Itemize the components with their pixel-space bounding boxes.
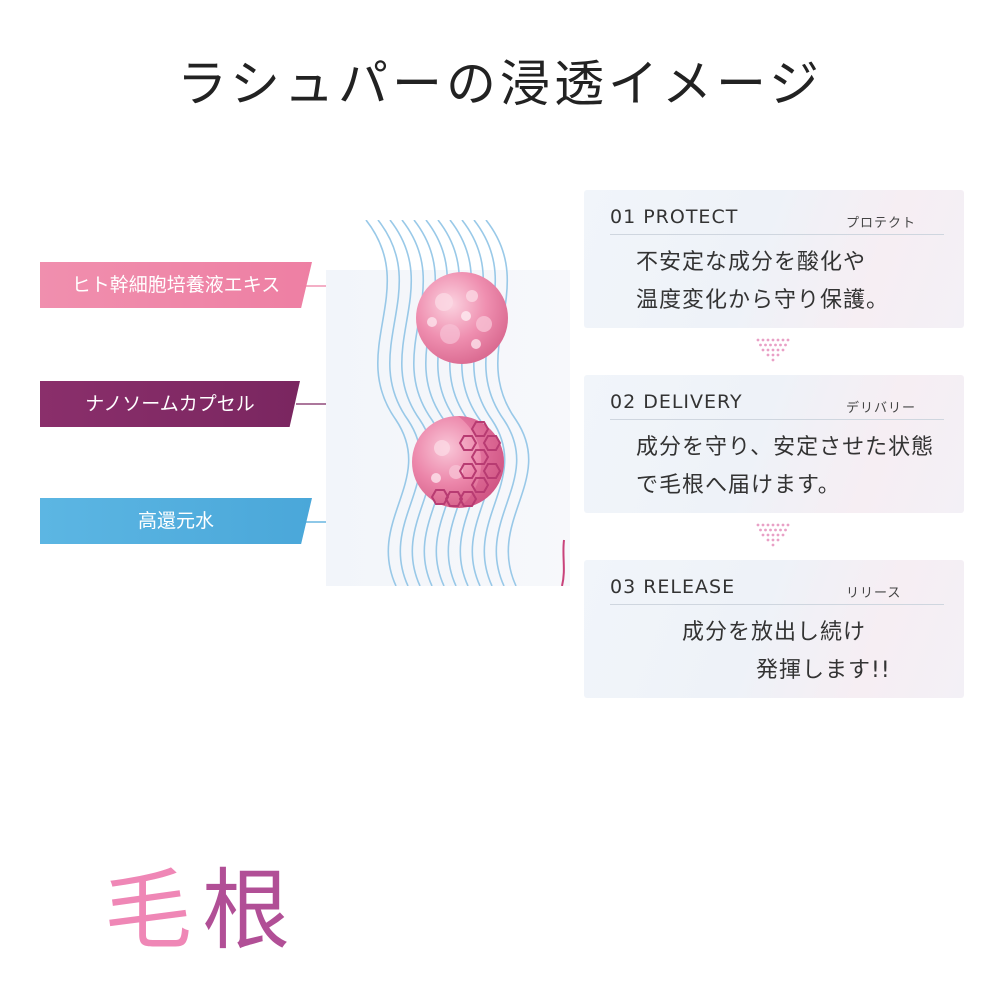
hair-edge-mark <box>561 539 565 586</box>
step-description: 成分を守り、安定させた状態 で毛根へ届けます。 <box>636 429 934 505</box>
step-card-protect: 01 PROTECT プロテクト 不安定な成分を酸化や 温度変化から守り保護。 <box>584 190 964 328</box>
label-reduced-water: 高還元水 <box>40 498 312 544</box>
hair-root-char-2: 根 <box>202 859 301 962</box>
step-title: 03 RELEASE <box>610 576 736 598</box>
step-line: 不安定な成分を酸化や <box>636 250 867 275</box>
stem-cell-sphere <box>416 272 508 364</box>
step-line: 発揮します!! <box>756 658 891 683</box>
step-header: 01 PROTECT プロテクト <box>610 206 944 235</box>
step-kana: リリース <box>846 586 902 601</box>
hair-root-char-1: 毛 <box>104 859 203 962</box>
down-arrow-icon <box>756 338 790 362</box>
step-line: 成分を放出し続け <box>682 620 867 645</box>
page-title: ラシュパーの浸透イメージ <box>177 55 823 113</box>
down-arrow-icon <box>756 523 790 547</box>
label-nanosome-capsule: ナノソームカプセル <box>40 381 300 427</box>
step-card-delivery: 02 DELIVERY デリバリー 成分を守り、安定させた状態 で毛根へ届けます… <box>584 375 964 513</box>
step-line: 成分を守り、安定させた状態 <box>636 435 935 460</box>
step-line: で毛根へ届けます。 <box>636 473 841 498</box>
step-line: 温度変化から守り保護。 <box>636 288 890 313</box>
nanosome-capsule-sphere <box>412 416 504 508</box>
hair-root-heading: 毛根 <box>104 840 300 967</box>
step-title: 01 PROTECT <box>610 206 739 228</box>
step-kana: デリバリー <box>846 401 917 416</box>
label-stem-cell-extract: ヒト幹細胞培養液エキス <box>40 262 312 308</box>
step-description: 成分を放出し続け 発揮します!! <box>682 614 891 690</box>
penetration-illustration <box>326 220 570 586</box>
step-description: 不安定な成分を酸化や 温度変化から守り保護。 <box>636 244 889 320</box>
step-title: 02 DELIVERY <box>610 391 743 413</box>
step-header: 03 RELEASE リリース <box>610 576 944 605</box>
step-card-release: 03 RELEASE リリース 成分を放出し続け 発揮します!! <box>584 560 964 698</box>
step-kana: プロテクト <box>846 216 917 231</box>
step-header: 02 DELIVERY デリバリー <box>610 391 944 420</box>
